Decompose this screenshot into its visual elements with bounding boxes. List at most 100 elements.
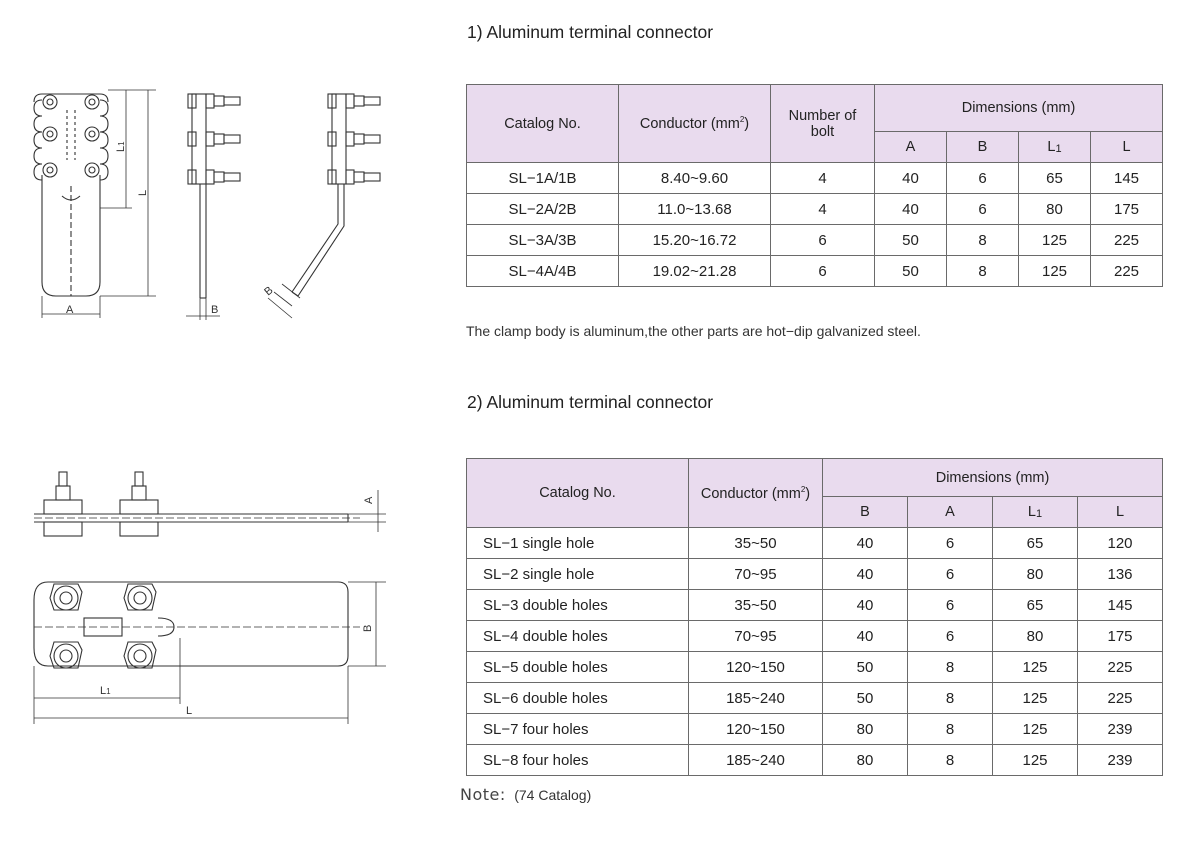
cell-B: 50 — [822, 682, 908, 714]
cell-bolt: 6 — [770, 255, 875, 287]
cell-A: 6 — [907, 527, 993, 559]
header-L: L — [1076, 496, 1164, 528]
dim-label-B-bent: B — [262, 284, 275, 298]
table-row: SL−1A/1B 8.40~9.60 4 40 6 65 145 — [466, 162, 1164, 194]
section2-heading: 2) Aluminum terminal connector — [467, 392, 714, 412]
cell-conductor: 11.0~13.68 — [618, 193, 771, 225]
cell-L: 175 — [1076, 620, 1164, 652]
cell-L1: 65 — [992, 589, 1078, 621]
cell-conductor: 185~240 — [688, 682, 823, 714]
side-view-bar — [34, 471, 360, 537]
top-view-clamp — [33, 581, 360, 669]
cell-bolt: 4 — [770, 162, 875, 194]
cell-L: 145 — [1089, 162, 1164, 194]
dim-label-L1: L1 — [115, 141, 127, 152]
table-row: SL−1 single hole 35~50 40 6 65 120 — [466, 527, 1164, 559]
cell-conductor: 185~240 — [688, 744, 823, 776]
cell-A: 8 — [907, 744, 993, 776]
cell-A: 8 — [907, 651, 993, 683]
table-row: SL−7 four holes 120~150 80 8 125 239 — [466, 713, 1164, 745]
cell-catalog: SL−3A/3B — [466, 224, 619, 256]
cell-catalog: SL−3 double holes — [466, 589, 689, 621]
cell-B: 40 — [822, 527, 908, 559]
cell-L: 239 — [1076, 713, 1164, 745]
cell-catalog: SL−2 single hole — [466, 558, 689, 590]
dim-label-A: A — [363, 496, 375, 504]
cell-B: 6 — [946, 162, 1019, 194]
header-L: L — [1089, 131, 1164, 163]
cell-A: 50 — [874, 224, 947, 256]
cell-A: 6 — [907, 620, 993, 652]
cell-L1: 125 — [992, 651, 1078, 683]
cell-L1: 80 — [1018, 193, 1091, 225]
cell-L: 225 — [1089, 224, 1164, 256]
cell-L1: 125 — [992, 682, 1078, 714]
header-dimensions: Dimensions (mm) — [873, 84, 1164, 132]
cell-bolt: 6 — [770, 224, 875, 256]
dim-label-L: L — [186, 705, 192, 717]
cell-catalog: SL−4 double holes — [466, 620, 689, 652]
cell-conductor: 70~95 — [688, 620, 823, 652]
cell-L1: 80 — [992, 620, 1078, 652]
header-B: B — [822, 496, 908, 528]
header-catalog: Catalog No. — [466, 84, 619, 163]
section2-table: Catalog No. Conductor (mm2) Dimensions (… — [466, 458, 1164, 776]
cell-B: 80 — [822, 713, 908, 745]
cell-catalog: SL−2A/2B — [466, 193, 619, 225]
cell-L1: 125 — [992, 713, 1078, 745]
section1-heading: 1) Aluminum terminal connector — [467, 22, 714, 42]
cell-L: 175 — [1089, 193, 1164, 225]
cell-catalog: SL−5 double holes — [466, 651, 689, 683]
footer-note: Note: (74 Catalog) — [460, 785, 591, 805]
cell-L: 225 — [1089, 255, 1164, 287]
cell-L1: 65 — [1018, 162, 1091, 194]
cell-L: 239 — [1076, 744, 1164, 776]
cell-A: 40 — [874, 193, 947, 225]
header-B: B — [946, 131, 1019, 163]
note-text: (74 Catalog) — [514, 787, 592, 803]
cell-conductor: 120~150 — [688, 651, 823, 683]
dim-label-A: A — [66, 304, 74, 316]
cell-B: 40 — [822, 620, 908, 652]
cell-A: 8 — [907, 682, 993, 714]
cell-catalog: SL−1 single hole — [466, 527, 689, 559]
cell-catalog: SL−8 four holes — [466, 744, 689, 776]
cell-L1: 125 — [1018, 255, 1091, 287]
table-row: SL−3 double holes 35~50 40 6 65 145 — [466, 589, 1164, 621]
cell-L: 225 — [1076, 651, 1164, 683]
cell-B: 40 — [822, 558, 908, 590]
cell-A: 6 — [907, 558, 993, 590]
table-row: SL−3A/3B 15.20~16.72 6 50 8 125 225 — [466, 224, 1164, 256]
cell-catalog: SL−4A/4B — [466, 255, 619, 287]
front-view-lug — [33, 93, 109, 297]
dim-label-L: L — [137, 190, 149, 196]
table-row: SL−6 double holes 185~240 50 8 125 225 — [466, 682, 1164, 714]
cell-A: 50 — [874, 255, 947, 287]
front-view-dimensions — [41, 89, 156, 318]
cell-A: 6 — [907, 589, 993, 621]
material-note: The clamp body is aluminum,the other par… — [466, 323, 921, 339]
dim-label-B: B — [362, 625, 374, 632]
cell-A: 8 — [907, 713, 993, 745]
cell-conductor: 35~50 — [688, 589, 823, 621]
cell-conductor: 35~50 — [688, 527, 823, 559]
cell-L1: 80 — [992, 558, 1078, 590]
header-catalog: Catalog No. — [466, 458, 689, 528]
header-conductor: Conductor (mm2) — [618, 84, 771, 163]
header-L1: L1 — [1018, 131, 1091, 163]
cell-catalog: SL−6 double holes — [466, 682, 689, 714]
cell-B: 8 — [946, 255, 1019, 287]
cell-conductor: 15.20~16.72 — [618, 224, 771, 256]
dim-label-B: B — [211, 304, 218, 316]
section2-drawing: A B L1 L — [33, 471, 386, 724]
cell-catalog: SL−7 four holes — [466, 713, 689, 745]
cell-B: 6 — [946, 193, 1019, 225]
cell-B: 8 — [946, 224, 1019, 256]
cell-conductor: 8.40~9.60 — [618, 162, 771, 194]
cell-L1: 65 — [992, 527, 1078, 559]
cell-L: 120 — [1076, 527, 1164, 559]
cell-catalog: SL−1A/1B — [466, 162, 619, 194]
section1-drawing: A B L1 L B — [33, 89, 381, 320]
